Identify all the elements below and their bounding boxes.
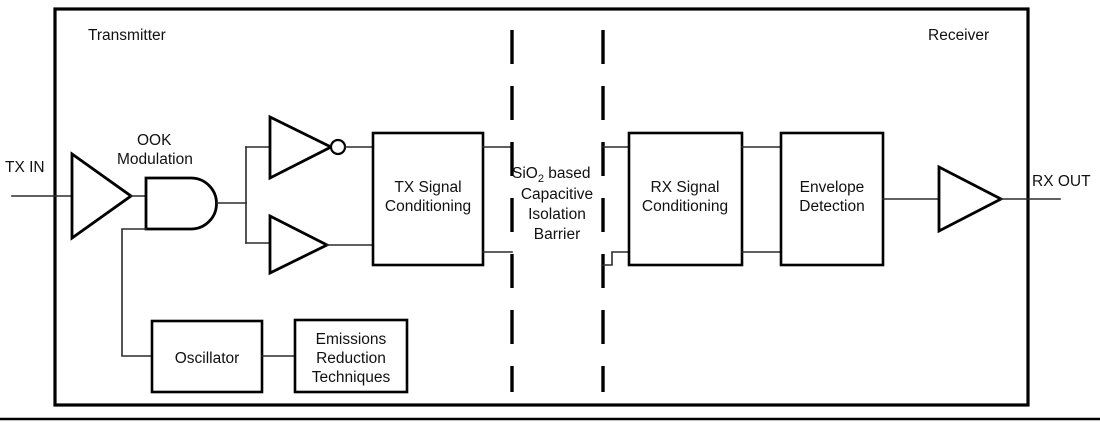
ook-modulation-label-line2: Modulation: [117, 151, 193, 168]
barrier-sio-text: SiO: [512, 165, 538, 182]
envelope-detection-label-line2: Detection: [799, 198, 864, 215]
tx-buffer-gate: [268, 213, 331, 276]
rx-signal-conditioning-label-line2: Conditioning: [642, 198, 728, 215]
barrier-label-line4: Barrier: [534, 226, 581, 243]
emissions-reduction-label-line1: Emissions: [316, 331, 387, 348]
tx-signal-conditioning-label-line1: TX Signal: [394, 179, 461, 196]
ook-modulation-label-line1: OOK: [137, 132, 172, 149]
wire-barrier-to-rxcond-bottom: [602, 251, 630, 266]
emissions-reduction-label-line2: Reduction: [316, 350, 386, 367]
envelope-detection-block: [779, 131, 885, 267]
envelope-detection-label-line1: Envelope: [800, 179, 865, 196]
inverter-gate: [268, 114, 335, 181]
tx-in-label: TX IN: [5, 159, 45, 176]
barrier-label-line1: SiO2 based: [512, 165, 591, 185]
rx-signal-conditioning-label-line1: RX Signal: [651, 179, 720, 196]
input-buffer-gate: [70, 151, 134, 241]
oscillator-label: Oscillator: [175, 350, 240, 367]
oscillator-block: [150, 319, 264, 394]
output-buffer-gate: [937, 164, 1005, 234]
receiver-region-label: Receiver: [928, 27, 989, 44]
wire-oscillator-to-and: [121, 228, 153, 357]
rx-signal-conditioning-block: [627, 131, 744, 267]
rx-out-label: RX OUT: [1032, 173, 1091, 190]
inverter-bubble-icon: [329, 138, 347, 156]
chip-outline: [53, 7, 1030, 407]
tx-signal-conditioning-block: [371, 131, 485, 267]
barrier-sio-subscript: 2: [538, 173, 544, 185]
emissions-reduction-label-line3: Techniques: [312, 369, 391, 386]
barrier-based-text: based: [544, 165, 591, 182]
and-gate: [144, 176, 218, 231]
barrier-label-line2: Capacitive: [521, 186, 593, 203]
tx-signal-conditioning-label-line2: Conditioning: [385, 198, 471, 215]
barrier-label-line3: Isolation: [528, 206, 586, 223]
emissions-reduction-block: [293, 318, 409, 394]
transmitter-region-label: Transmitter: [88, 27, 166, 44]
